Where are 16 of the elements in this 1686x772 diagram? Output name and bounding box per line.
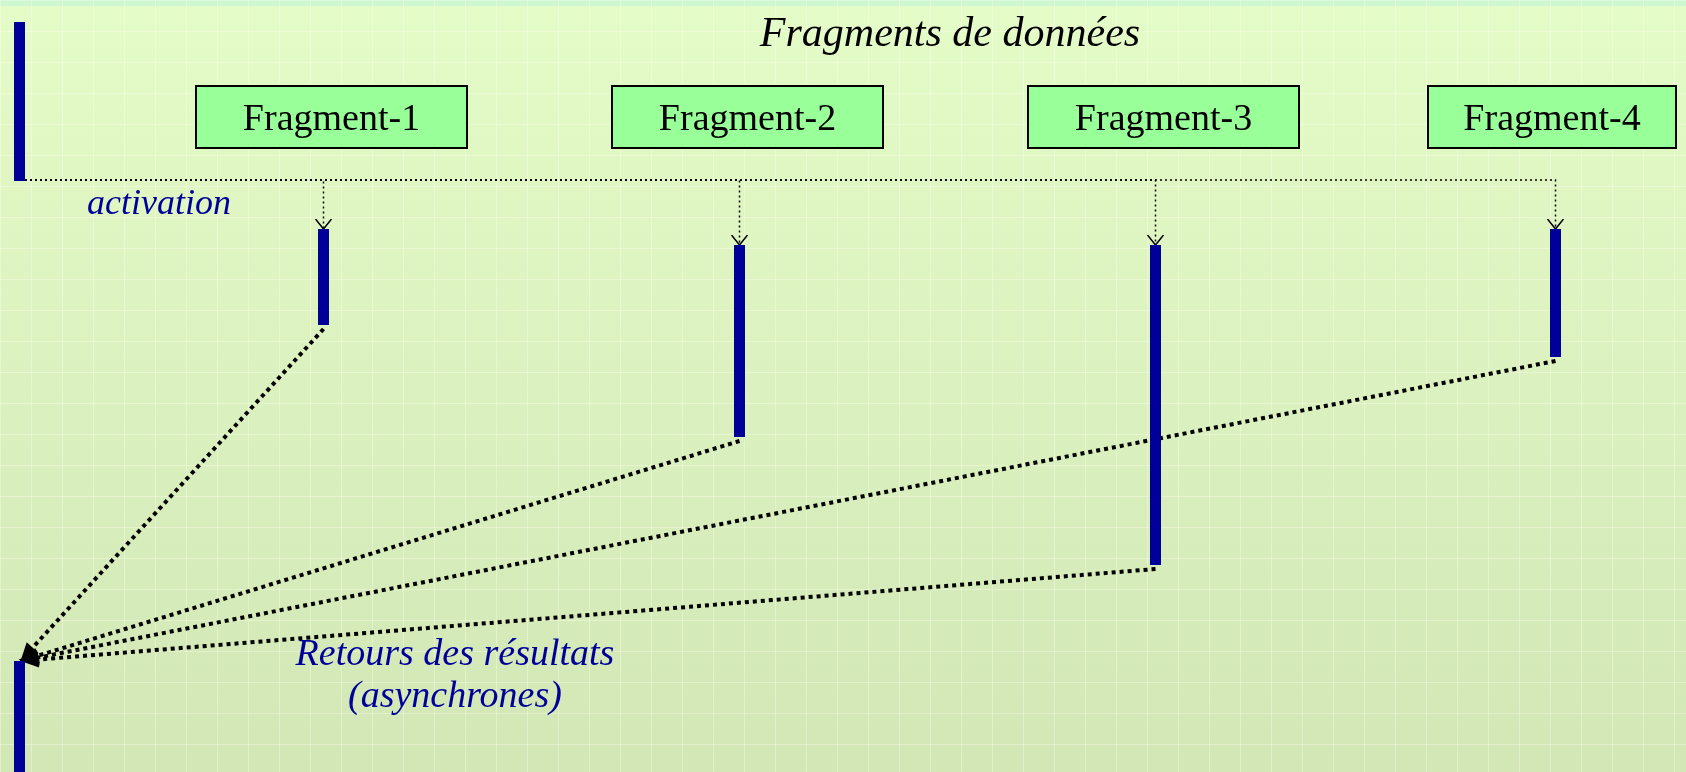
dotted-arrow	[19, 327, 325, 663]
annotation-text: Retours des résultats (asynchrones)	[294, 632, 616, 716]
lifeline-bar	[14, 661, 25, 772]
lifeline-bar	[318, 229, 329, 325]
dotted-arrow	[20, 567, 1156, 668]
fragment-box: Fragment-2	[611, 85, 884, 149]
fragment-box: Fragment-1	[195, 85, 468, 149]
lifeline-bar	[1150, 245, 1161, 565]
fragment-box: Fragment-4	[1427, 85, 1677, 149]
fragment-box: Fragment-3	[1027, 85, 1300, 149]
lifeline-bar	[14, 22, 25, 181]
diagram-title: Fragments de données	[758, 8, 1142, 57]
dotted-arrow	[20, 359, 1556, 666]
lifeline-bar	[734, 245, 745, 437]
annotation-text: activation	[87, 184, 231, 220]
lifeline-bar	[1550, 229, 1561, 357]
